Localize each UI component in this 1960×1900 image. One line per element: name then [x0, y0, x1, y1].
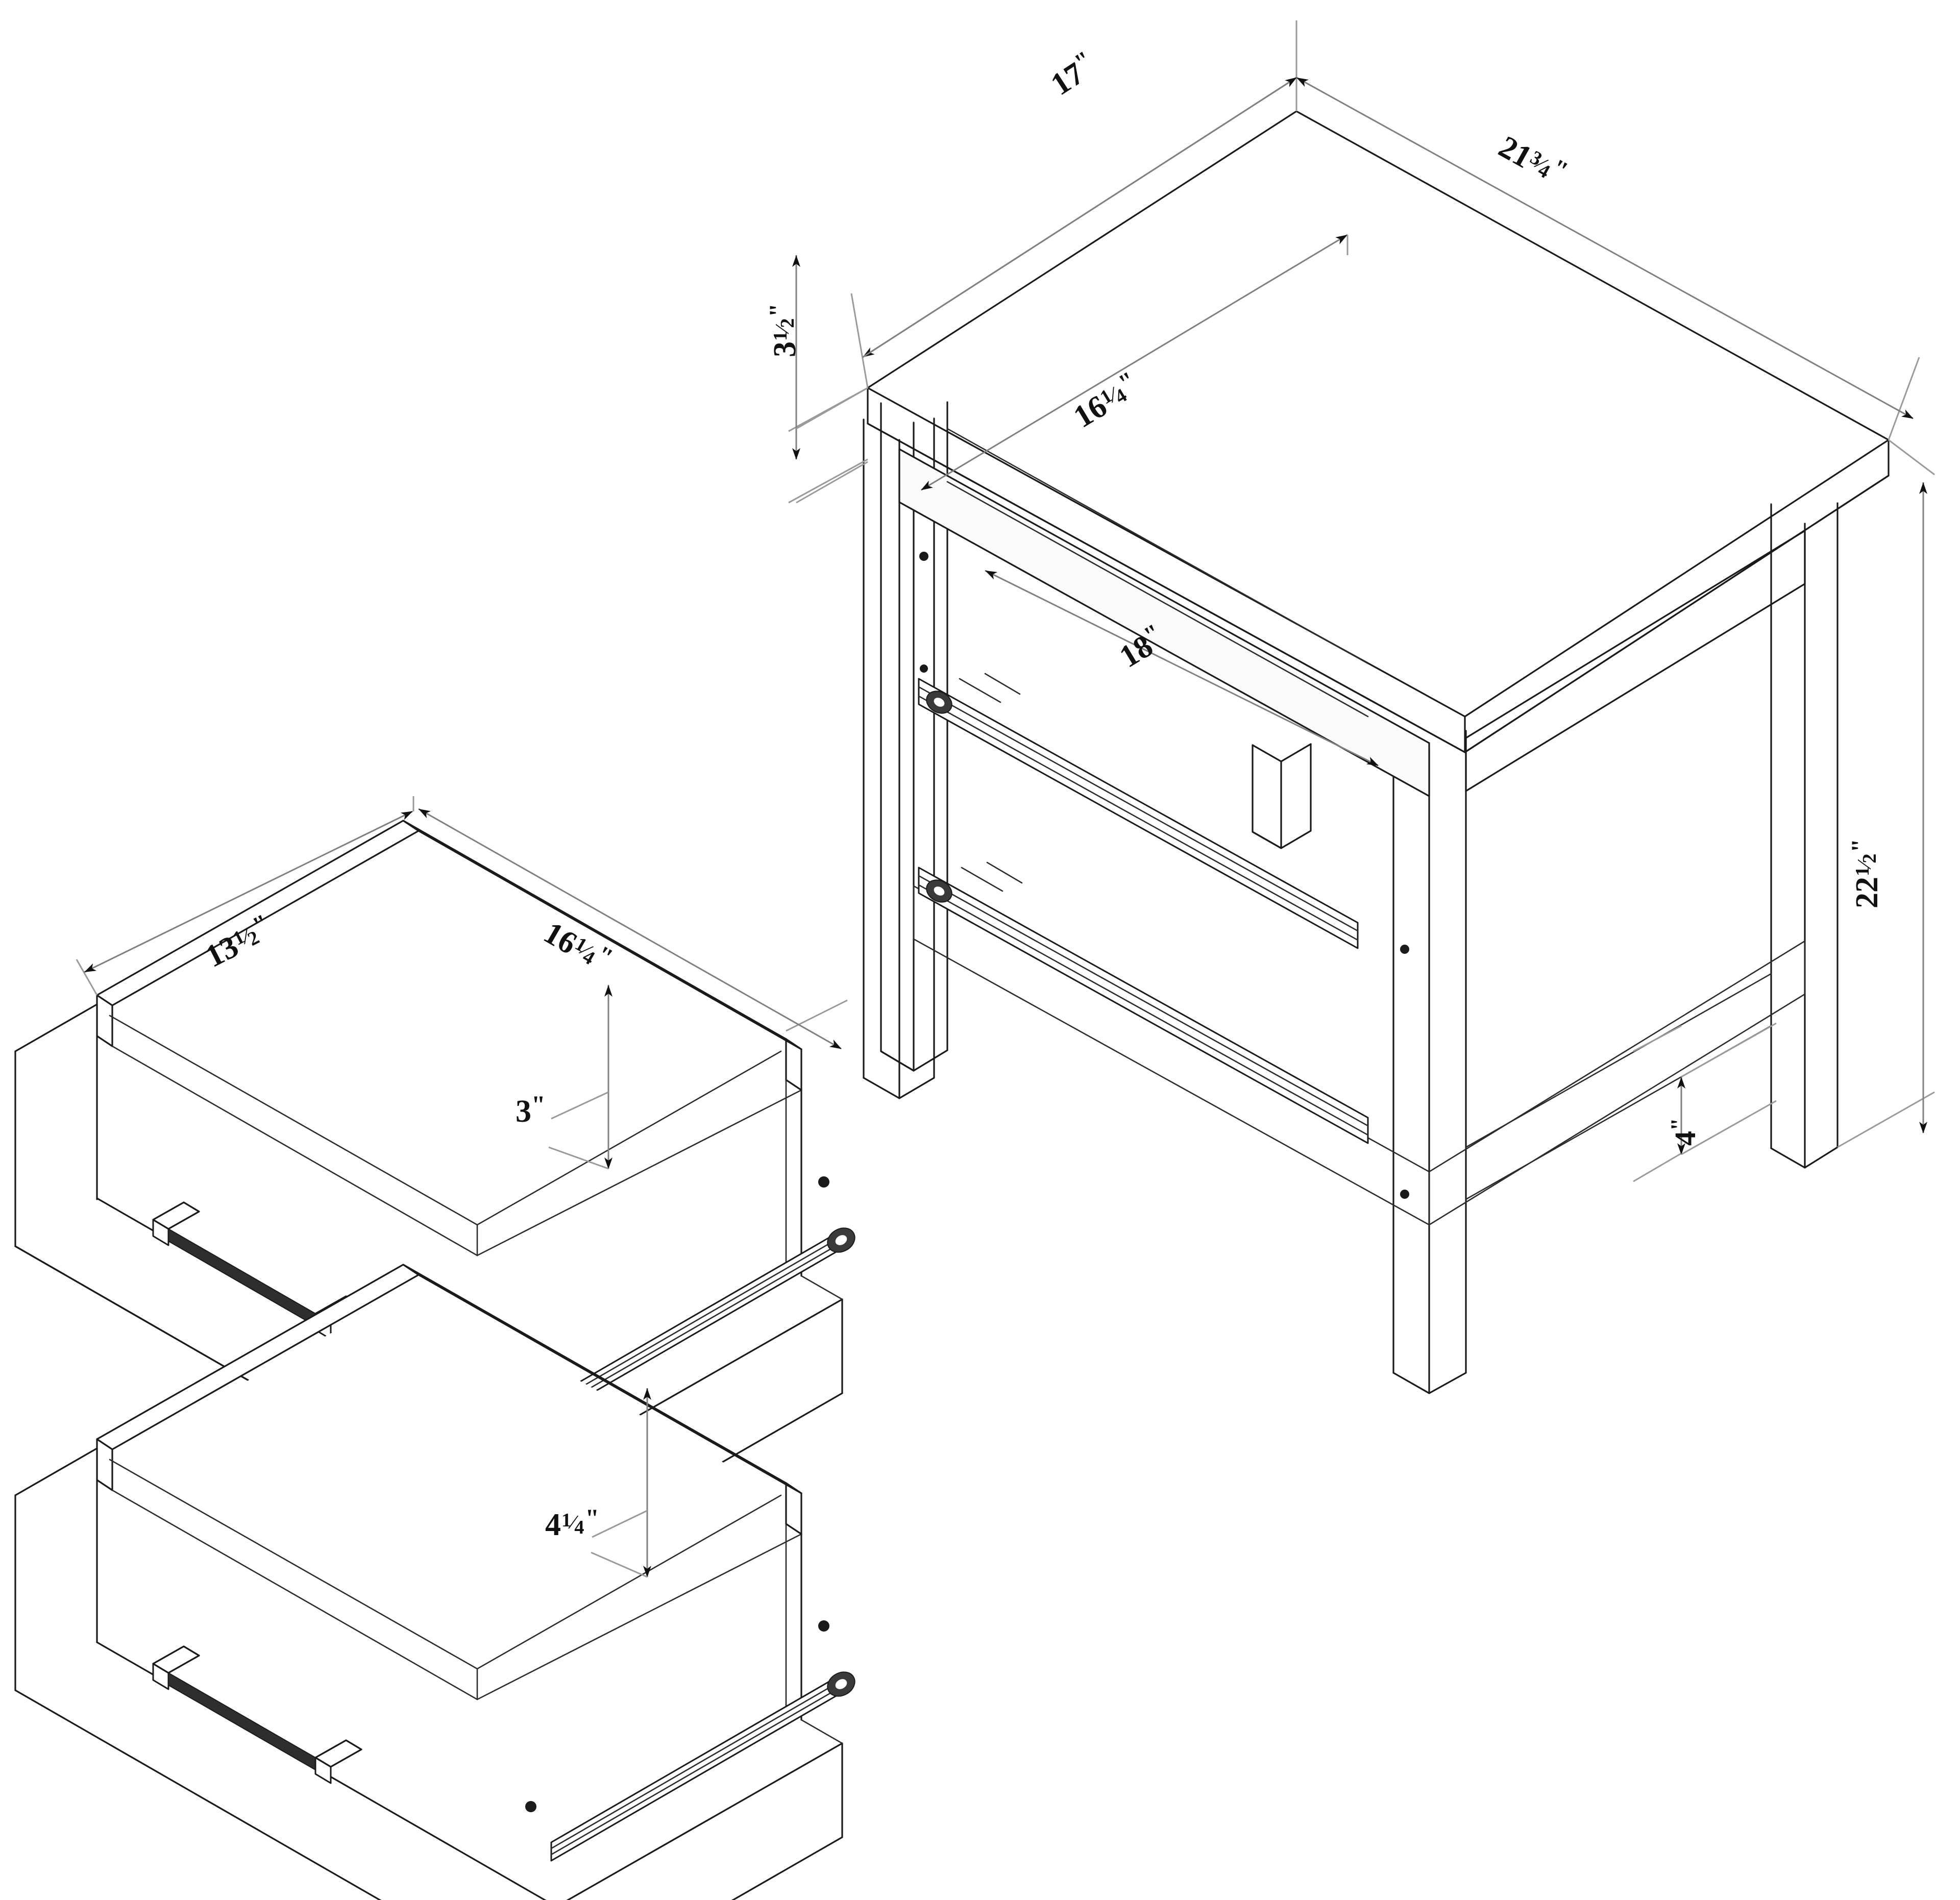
dimension-line-4 — [1633, 1022, 1777, 1182]
dimension-line-4-1-4 — [591, 1388, 651, 1578]
screw-dot — [919, 552, 928, 561]
slide-roller-hub — [835, 1235, 847, 1245]
screw-dot — [818, 1176, 829, 1188]
dimension-line-22-1-2 — [1837, 439, 1935, 1148]
screw-dot — [1400, 945, 1409, 954]
leg-front-left — [863, 417, 935, 1099]
dimension-line-3 — [548, 985, 612, 1170]
dimension-line-13-1-2 — [76, 796, 414, 996]
slide-roller-hub — [934, 698, 945, 707]
apron-front-right — [1465, 530, 1806, 792]
dimension-line-18 — [985, 570, 1379, 767]
screw-dot — [525, 1801, 536, 1812]
dimension-line-16-1-4-table — [921, 234, 1349, 491]
slide-roller-hub — [934, 886, 945, 896]
leg-rear-left — [880, 401, 948, 1072]
dimension-line-21-3-4 — [1296, 77, 1920, 440]
slide-rail-lower — [918, 861, 1369, 1144]
screw-dot — [920, 664, 928, 673]
lower-drawer-right-back-panel — [402, 1264, 802, 1535]
slide-roller-hub — [835, 1679, 847, 1689]
screw-dot — [818, 1620, 829, 1632]
leg-front-right — [1392, 729, 1467, 1394]
screw-dot — [1400, 1190, 1409, 1199]
lower-drawer — [14, 1264, 855, 1900]
dimension-line-16-1-4-drawer — [418, 808, 848, 1050]
lower-drawer-slide — [550, 1671, 855, 1862]
lower-drawer-handle[interactable] — [152, 1645, 362, 1784]
dimension-line-3-1-2 — [788, 255, 868, 504]
